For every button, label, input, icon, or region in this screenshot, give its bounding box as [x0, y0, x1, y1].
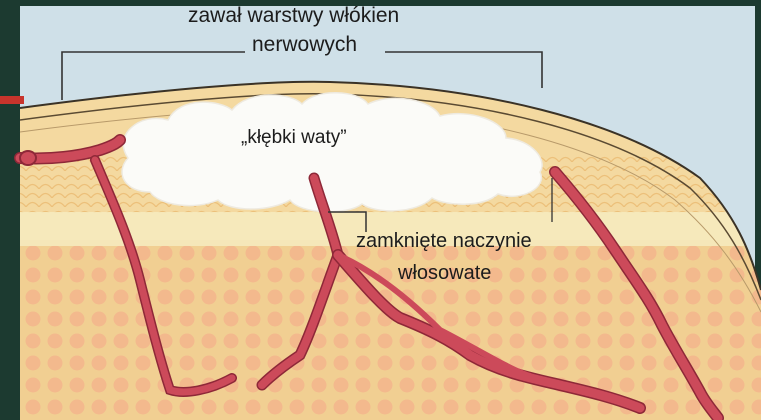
- dotted-layer: [20, 240, 761, 420]
- nerve-fiber-infarct-label-line2: nerwowych: [252, 33, 357, 57]
- closed-capillary-label-line2: włosowate: [398, 262, 491, 285]
- vessel-cross-section: [20, 151, 36, 165]
- cotton-wool-label: „kłębki waty”: [241, 127, 347, 149]
- nerve-fiber-infarct-label-line1: zawał warstwy włókien: [188, 4, 399, 28]
- closed-capillary-label-line1: zamknięte naczynie: [356, 230, 532, 253]
- accent-bar: [0, 96, 24, 104]
